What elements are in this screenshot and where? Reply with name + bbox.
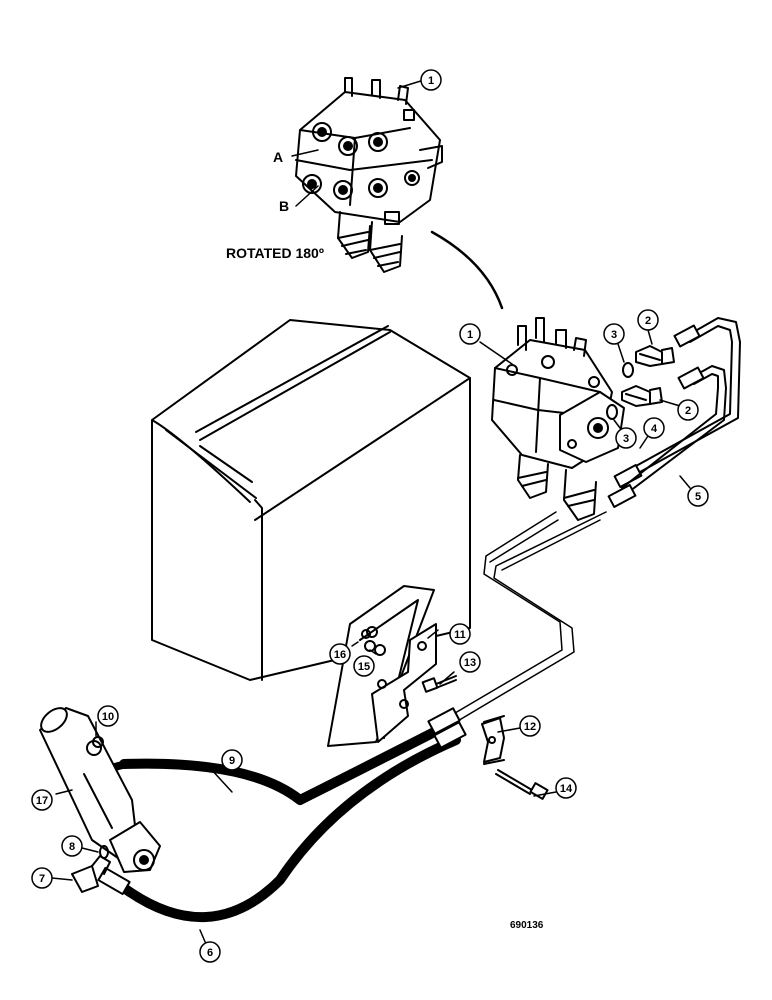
svg-text:17: 17 — [36, 795, 48, 807]
rotated-note: ROTATED 180º — [226, 245, 324, 261]
svg-text:4: 4 — [651, 423, 658, 435]
svg-text:7: 7 — [39, 873, 45, 885]
hose-9 — [92, 707, 461, 805]
cylinder-17 — [39, 707, 161, 873]
port-a-label: A — [273, 149, 283, 165]
callout-14: 14 — [555, 777, 577, 799]
port-b-label: B — [279, 198, 289, 214]
svg-text:11: 11 — [454, 629, 466, 641]
tube-5 — [607, 365, 727, 508]
callout-17: 17 — [31, 789, 53, 811]
hydraulic-tank — [151, 319, 471, 681]
callout-2-top: 2 — [637, 309, 659, 331]
callout-9: 9 — [221, 749, 243, 771]
callout-2: 2 — [677, 399, 699, 421]
view-connector-arc — [430, 230, 504, 310]
callout-5: 5 — [687, 485, 709, 507]
hose-6 — [97, 721, 467, 922]
nut-16 — [361, 629, 371, 639]
callout-8: 8 — [61, 835, 83, 857]
callout-6: 6 — [199, 941, 221, 963]
clip-12 — [481, 715, 505, 765]
callout-1: 1 — [459, 323, 481, 345]
callout-10: 10 — [97, 705, 119, 727]
elbow-7 — [71, 855, 111, 893]
tube-4 — [613, 317, 741, 488]
svg-text:6: 6 — [207, 947, 213, 959]
callout-7: 7 — [31, 867, 53, 889]
o-ring-8 — [99, 845, 109, 859]
svg-text:2: 2 — [685, 405, 691, 417]
svg-text:1: 1 — [428, 75, 434, 87]
svg-text:16: 16 — [334, 649, 346, 661]
svg-text:9: 9 — [229, 755, 235, 767]
svg-text:10: 10 — [102, 711, 114, 723]
callout-1-top: 1 — [420, 69, 442, 91]
callout-11: 11 — [449, 623, 471, 645]
callouts: 1 1 2 2 3 3 4 5 — [31, 69, 709, 963]
svg-text:15: 15 — [358, 661, 370, 673]
bracket-11 — [371, 623, 437, 743]
callout-13: 13 — [459, 651, 481, 673]
svg-text:1: 1 — [467, 329, 473, 341]
callout-15: 15 — [353, 655, 375, 677]
svg-text:3: 3 — [611, 329, 617, 341]
o-ring-3-lower — [606, 404, 618, 420]
svg-text:3: 3 — [623, 433, 629, 445]
svg-text:12: 12 — [524, 721, 536, 733]
svg-text:14: 14 — [560, 783, 573, 795]
fitting-2-upper — [635, 345, 675, 367]
callout-3: 3 — [615, 427, 637, 449]
fitting-2-lower — [621, 385, 663, 407]
port-a-leader — [291, 149, 319, 157]
callout-4: 4 — [643, 417, 665, 439]
callout-3-top: 3 — [603, 323, 625, 345]
routed-tubes — [449, 511, 607, 723]
svg-text:13: 13 — [464, 657, 476, 669]
o-ring-10 — [92, 736, 104, 748]
control-valve-rotated — [295, 77, 443, 273]
port-b-leader — [295, 185, 319, 207]
control-valve — [491, 317, 625, 521]
callout-12: 12 — [519, 715, 541, 737]
svg-text:2: 2 — [645, 315, 651, 327]
svg-text:5: 5 — [695, 491, 701, 503]
leader-lines — [51, 79, 691, 945]
drawing-code: 690136 — [510, 920, 544, 931]
callout-16: 16 — [329, 643, 351, 665]
bolt-13 — [421, 675, 457, 693]
o-ring-3-upper — [622, 362, 634, 378]
svg-text:8: 8 — [69, 841, 75, 853]
washer-15 — [364, 640, 376, 652]
